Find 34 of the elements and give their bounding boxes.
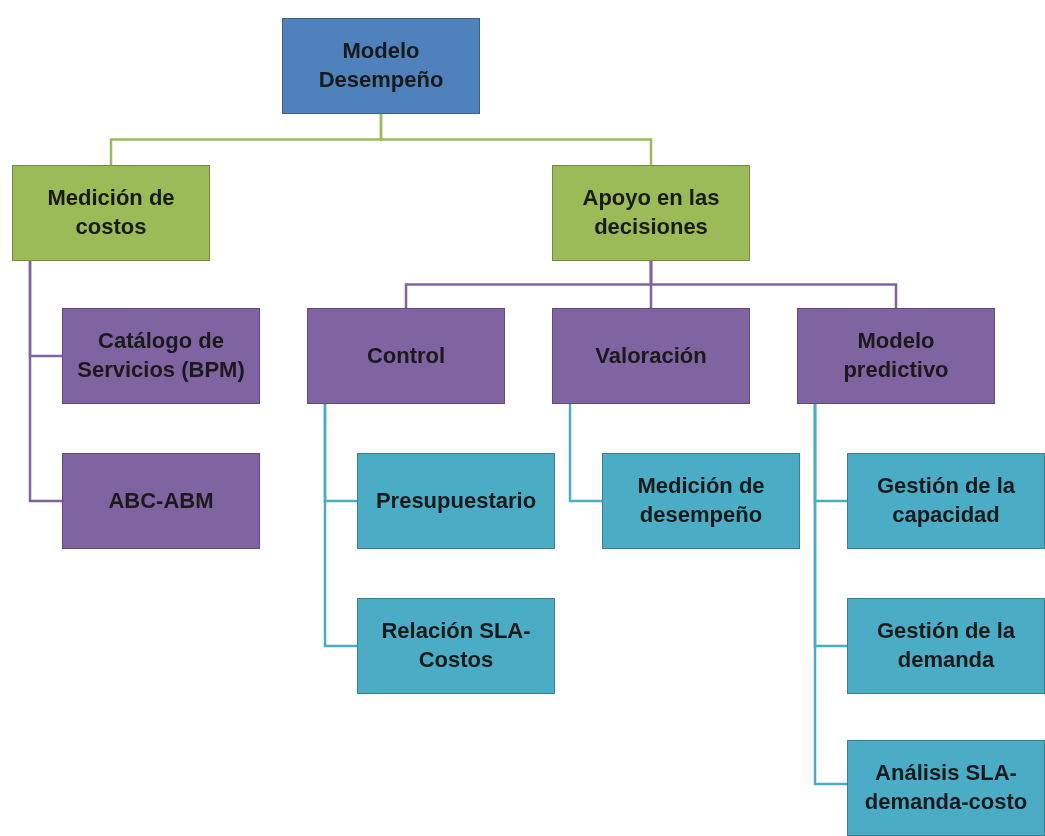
org-box — [847, 453, 1045, 549]
org-box — [602, 453, 800, 549]
box-label: Valoración — [594, 341, 708, 370]
box-label: Gestión de la capacidad — [875, 472, 1017, 529]
org-box — [62, 453, 260, 549]
box-label: Apoyo en las decisiones — [581, 184, 721, 241]
connector-line — [28, 261, 62, 503]
connector-line — [323, 404, 357, 648]
org-box — [282, 18, 480, 114]
box-label: Medición de desempeño — [636, 472, 766, 529]
org-box — [552, 308, 750, 404]
box-label: Catálogo de Servicios (BPM) — [76, 327, 246, 384]
org-box — [357, 453, 555, 549]
org-box — [62, 308, 260, 404]
box-label: Relación SLA-Costos — [380, 617, 532, 674]
connector-line — [379, 114, 653, 165]
box-label: Presupuestario — [374, 486, 538, 515]
box-label: Control — [365, 341, 447, 370]
box-label: Medición de costos — [46, 184, 176, 241]
org-box — [552, 165, 750, 261]
box-label: Análisis SLA-demanda-costo — [863, 759, 1029, 816]
box-label: Modelo Desempeño — [317, 37, 445, 94]
org-box — [12, 165, 210, 261]
connector-line — [813, 404, 847, 786]
org-box — [357, 598, 555, 694]
org-box — [797, 308, 995, 404]
connector-line — [649, 261, 898, 308]
box-label: Gestión de la demanda — [875, 617, 1017, 674]
box-label: ABC-ABM — [107, 486, 215, 515]
box-label: Modelo predictivo — [842, 327, 950, 384]
org-box — [307, 308, 505, 404]
org-box — [847, 740, 1045, 836]
org-box — [847, 598, 1045, 694]
connector-line — [568, 404, 602, 503]
